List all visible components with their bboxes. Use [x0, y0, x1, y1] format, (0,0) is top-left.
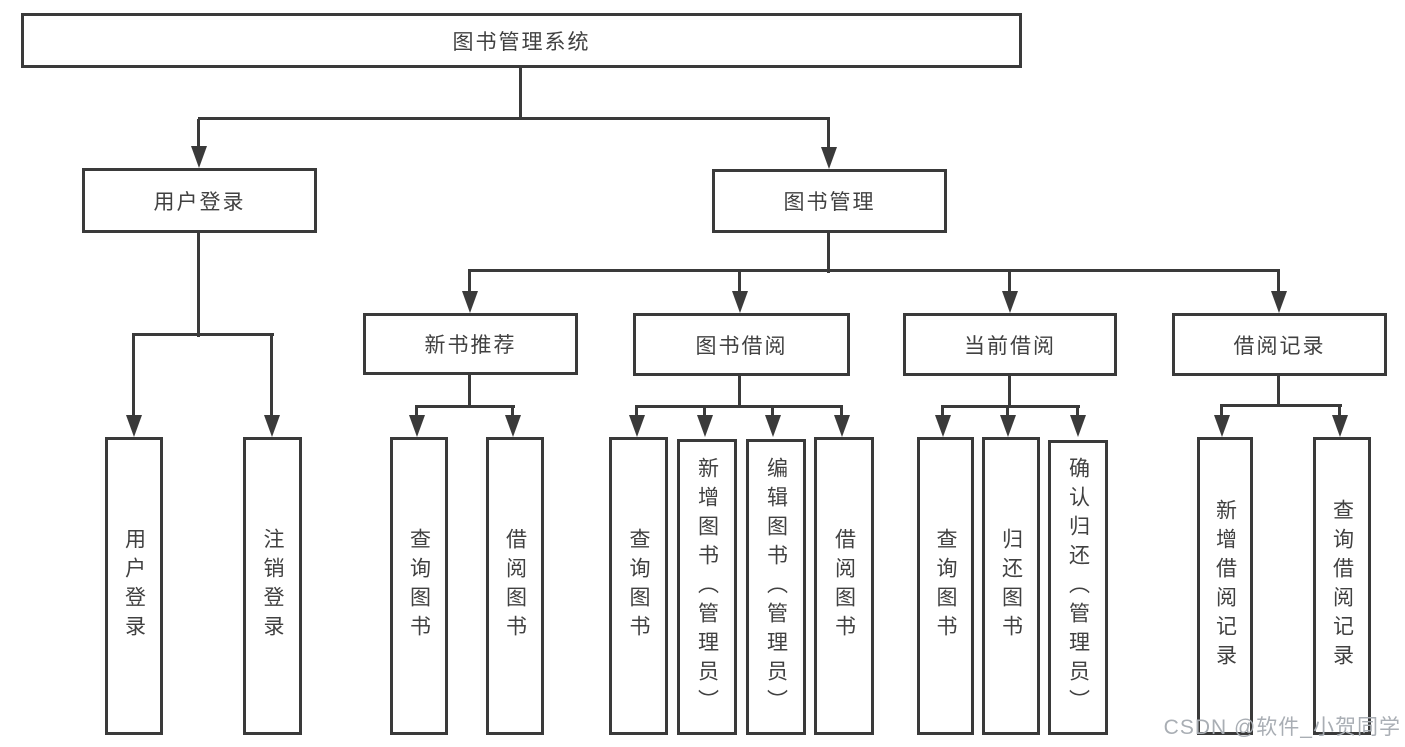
arrowhead-nbr-leaf2: [505, 415, 521, 437]
node-book-borrow: 图书借阅: [633, 313, 850, 376]
connector-to-user-login: [197, 119, 200, 149]
leaf-bb-add-book-admin: 新增图书（管理员）: [677, 439, 737, 735]
node-book-borrow-label: 图书借阅: [695, 334, 788, 358]
leaf-bb-query-book-label: 查询图书: [627, 528, 651, 644]
connector-bb-leaf4: [840, 407, 843, 417]
arrowhead-cb-leaf1: [935, 415, 951, 437]
connector-user-login-stem: [197, 233, 200, 337]
connector-bb-leaf1: [635, 407, 638, 417]
node-book-mgmt: 图书管理: [712, 169, 947, 233]
csdn-watermark: CSDN @软件_小贺同学: [1163, 716, 1401, 739]
leaf-bb-edit-book-admin-label: 编辑图书（管理员）: [764, 456, 788, 718]
connector-borrow-records-rail: [1220, 404, 1342, 407]
arrowhead-bb-leaf3: [765, 415, 781, 437]
leaf-nbr-borrow-book-label: 借阅图书: [503, 528, 527, 644]
connector-br-leaf1: [1220, 406, 1223, 417]
arrowhead-borrow-records: [1271, 291, 1287, 313]
connector-book-mgmt-stem: [827, 233, 830, 273]
arrowhead-book-borrow: [732, 291, 748, 313]
node-root-label: 图书管理系统: [452, 30, 591, 54]
node-book-mgmt-label: 图书管理: [783, 191, 876, 214]
leaf-logout-label: 注销登录: [261, 528, 285, 644]
leaf-nbr-query-book-label: 查询图书: [407, 528, 431, 644]
leaf-nbr-query-book: 查询图书: [390, 437, 448, 735]
connector-to-new-book-rec: [468, 271, 471, 293]
leaf-nbr-borrow-book: 借阅图书: [486, 437, 544, 735]
leaf-user-login: 用户登录: [105, 437, 163, 735]
connector-nbr-leaf2: [511, 407, 514, 417]
connector-cb-leaf3: [1076, 407, 1079, 417]
node-new-book-rec-label: 新书推荐: [424, 334, 517, 357]
connector-book-borrow-stem: [738, 376, 741, 408]
arrowhead-leaf-logout: [264, 415, 280, 437]
arrowhead-bb-leaf1: [629, 415, 645, 437]
connector-cb-leaf2: [1006, 407, 1009, 417]
connector-cb-leaf1: [941, 407, 944, 417]
connector-to-book-borrow: [738, 271, 741, 293]
connector-to-leaf-logout: [270, 335, 273, 417]
arrowhead-cb-leaf3: [1070, 415, 1086, 437]
connector-book-borrow-rail: [635, 405, 843, 408]
leaf-cb-query-book-label: 查询图书: [934, 528, 958, 644]
connector-current-borrow-stem: [1008, 376, 1011, 408]
arrowhead-current-borrow: [1002, 291, 1018, 313]
leaf-logout: 注销登录: [243, 437, 302, 735]
connector-bb-leaf2: [703, 407, 706, 417]
connector-level3-rail: [468, 269, 1280, 272]
connector-current-borrow-rail: [941, 405, 1080, 408]
connector-to-borrow-records: [1277, 271, 1280, 293]
leaf-user-login-label: 用户登录: [122, 528, 146, 644]
connector-to-leaf-login: [132, 335, 135, 417]
node-user-login: 用户登录: [82, 168, 317, 233]
leaf-cb-query-book: 查询图书: [917, 437, 974, 735]
leaf-cb-return-book-label: 归还图书: [999, 528, 1023, 644]
node-borrow-records: 借阅记录: [1172, 313, 1387, 376]
node-user-login-label: 用户登录: [153, 190, 246, 214]
connector-root-stem: [519, 68, 522, 120]
node-root: 图书管理系统: [21, 13, 1022, 68]
connector-borrow-records-stem: [1277, 376, 1280, 407]
arrowhead-book-mgmt: [821, 147, 837, 169]
arrowhead-br-leaf1: [1214, 415, 1230, 437]
leaf-bb-edit-book-admin: 编辑图书（管理员）: [746, 439, 806, 735]
connector-user-login-rail: [132, 333, 274, 336]
leaf-bb-borrow-book-label: 借阅图书: [832, 528, 856, 644]
leaf-br-query-record: 查询借阅记录: [1313, 437, 1371, 735]
leaf-bb-query-book: 查询图书: [609, 437, 668, 735]
connector-new-book-rec-rail: [415, 405, 515, 408]
leaf-br-query-record-label: 查询借阅记录: [1330, 499, 1354, 673]
leaf-br-add-record: 新增借阅记录: [1197, 437, 1253, 735]
leaf-cb-confirm-return-admin: 确认归还（管理员）: [1048, 440, 1108, 735]
arrowhead-bb-leaf2: [697, 415, 713, 437]
arrowhead-leaf-login: [126, 415, 142, 437]
connector-to-current-borrow: [1008, 271, 1011, 293]
node-current-borrow: 当前借阅: [903, 313, 1117, 376]
connector-level2-rail: [198, 117, 830, 120]
arrowhead-user-login: [191, 146, 207, 168]
arrowhead-new-book-rec: [462, 291, 478, 313]
connector-bb-leaf3: [771, 407, 774, 417]
connector-new-book-rec-stem: [468, 375, 471, 408]
arrowhead-bb-leaf4: [834, 415, 850, 437]
leaf-br-add-record-label: 新增借阅记录: [1213, 499, 1237, 673]
node-current-borrow-label: 当前借阅: [964, 334, 1056, 358]
node-new-book-rec: 新书推荐: [363, 313, 578, 375]
arrowhead-br-leaf2: [1332, 415, 1348, 437]
leaf-cb-confirm-return-admin-label: 确认归还（管理员）: [1066, 457, 1090, 718]
arrowhead-nbr-leaf1: [409, 415, 425, 437]
leaf-bb-borrow-book: 借阅图书: [814, 437, 874, 735]
node-borrow-records-label: 借阅记录: [1233, 334, 1326, 358]
connector-to-book-mgmt: [827, 119, 830, 149]
leaf-bb-add-book-admin-label: 新增图书（管理员）: [695, 456, 719, 718]
leaf-cb-return-book: 归还图书: [982, 437, 1040, 735]
connector-nbr-leaf1: [415, 407, 418, 417]
connector-br-leaf2: [1338, 406, 1341, 417]
arrowhead-cb-leaf2: [1000, 415, 1016, 437]
